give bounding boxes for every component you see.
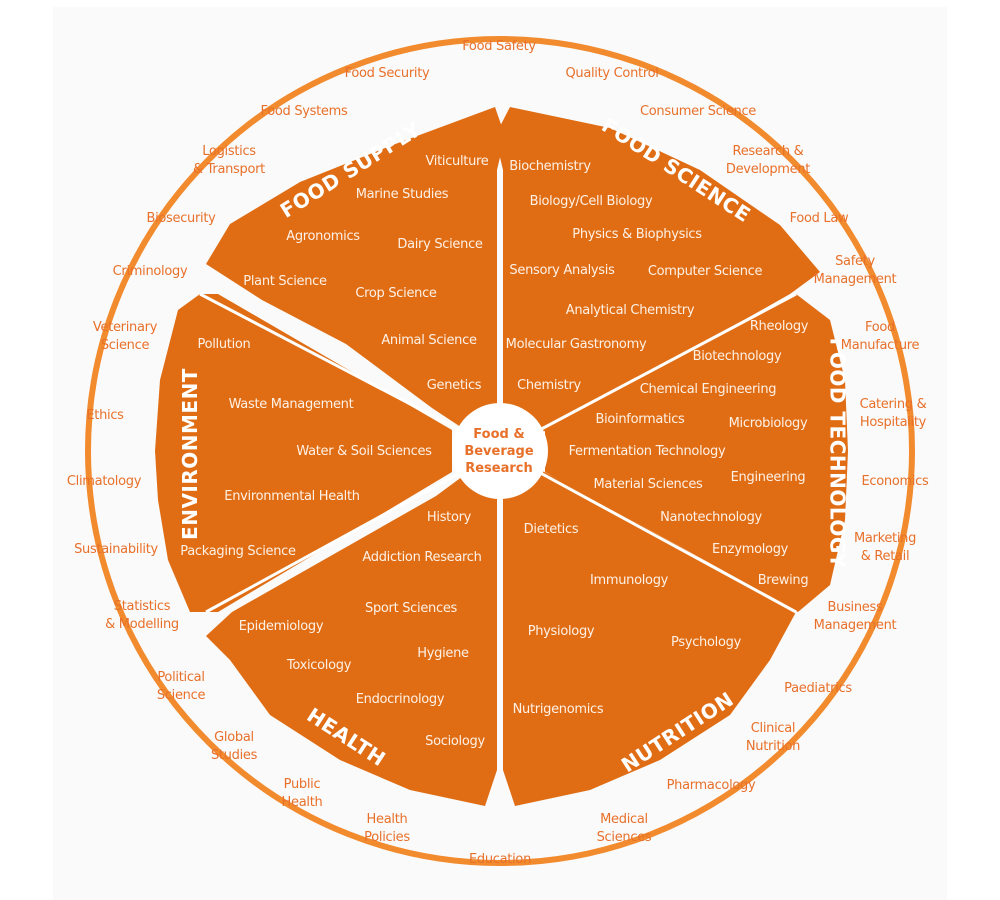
outer-topic: Food Safety bbox=[462, 39, 536, 54]
divider-technology-nutrition bbox=[499, 449, 797, 614]
sector-food-science bbox=[495, 107, 820, 451]
outer-topic: Health Policies bbox=[364, 812, 410, 845]
topic-item: Computer Science bbox=[647, 264, 763, 279]
topic-item: Addiction Research bbox=[362, 550, 482, 565]
outer-topic: Safety Management bbox=[813, 254, 897, 287]
topic-item: Plant Science bbox=[243, 274, 327, 289]
outer-topic: Food Security bbox=[344, 66, 430, 81]
outer-topic: Consumer Science bbox=[639, 104, 757, 119]
topic-item: Waste Management bbox=[228, 397, 354, 412]
topic-item: Water & Soil Sciences bbox=[296, 444, 432, 459]
outer-topic: Criminology bbox=[112, 264, 188, 279]
topic-item: Sensory Analysis bbox=[509, 263, 615, 278]
topic-item: Sociology bbox=[425, 734, 485, 749]
outer-topic: Ethics bbox=[86, 408, 124, 423]
topic-item: Marine Studies bbox=[355, 187, 449, 202]
outer-topic: Sustainability bbox=[74, 542, 158, 557]
topic-item: Biochemistry bbox=[509, 159, 591, 174]
topic-item: Viticulture bbox=[425, 154, 489, 169]
topic-item: Material Sciences bbox=[593, 477, 703, 492]
topic-item: Bioinformatics bbox=[595, 412, 685, 427]
topic-item: Immunology bbox=[589, 573, 669, 588]
topic-item: Genetics bbox=[426, 378, 482, 393]
outer-topic: Medical Sciences bbox=[596, 812, 652, 845]
topic-item: Endocrinology bbox=[355, 692, 445, 707]
sector-environment bbox=[155, 294, 452, 612]
outer-topic: Marketing & Retail bbox=[853, 531, 917, 564]
topic-item: Physiology bbox=[527, 624, 595, 639]
topic-item: Biotechnology bbox=[692, 349, 782, 364]
topic-item: Physics & Biophysics bbox=[572, 227, 702, 242]
outer-topic: Education bbox=[468, 852, 532, 867]
outer-topic: Veterinary Science bbox=[92, 320, 158, 353]
outer-topic: Logistics & Transport bbox=[193, 144, 265, 177]
outer-topic: Quality Control bbox=[565, 66, 659, 81]
divider-health-environment bbox=[205, 449, 501, 614]
topic-item: Rheology bbox=[749, 319, 809, 334]
sector-title-environment: ENVIRONMENT bbox=[177, 368, 202, 540]
topic-item: Molecular Gastronomy bbox=[505, 337, 647, 352]
outer-topic: Paediatrics bbox=[784, 681, 852, 696]
outer-topic: Research & Development bbox=[725, 144, 811, 177]
topic-item: Hygiene bbox=[417, 646, 469, 661]
topic-item: Enzymology bbox=[711, 542, 789, 557]
sector-food-technology bbox=[545, 294, 848, 612]
sector-health bbox=[206, 451, 497, 806]
outer-topic: Food Systems bbox=[260, 104, 348, 119]
sector-nutrition bbox=[503, 451, 796, 806]
sector-title-food-technology: FOOD TECHNOLOGY bbox=[825, 337, 850, 569]
topic-item: Chemical Engineering bbox=[639, 382, 777, 397]
topic-item: Pollution bbox=[197, 337, 251, 352]
topic-item: Packaging Science bbox=[180, 544, 296, 559]
outer-topic: Public Health bbox=[281, 777, 323, 810]
outer-topic: Global Studies bbox=[210, 730, 258, 763]
topic-item: Engineering bbox=[730, 470, 806, 485]
divider-science-technology bbox=[499, 292, 797, 453]
hub-circle bbox=[452, 403, 548, 499]
topic-item: Nanotechnology bbox=[660, 510, 762, 525]
topic-item: Psychology bbox=[671, 635, 741, 650]
topic-item: History bbox=[426, 510, 472, 525]
outer-topic: Pharmacology bbox=[666, 778, 756, 793]
topic-item: Epidemiology bbox=[238, 619, 324, 634]
outer-topic: Political Science bbox=[156, 670, 206, 703]
topic-item: Animal Science bbox=[381, 333, 477, 348]
topic-item: Nutrigenomics bbox=[512, 702, 604, 717]
topic-item: Sport Sciences bbox=[365, 601, 457, 616]
outer-topic: Clinical Nutrition bbox=[745, 721, 801, 754]
outer-ring bbox=[85, 36, 915, 866]
topic-item: Dietetics bbox=[523, 522, 579, 537]
topic-item: Environmental Health bbox=[224, 489, 360, 504]
topic-item: Dairy Science bbox=[397, 237, 483, 252]
outer-topic: Catering & Hospitality bbox=[859, 397, 927, 430]
topic-item: Toxicology bbox=[286, 658, 352, 673]
topic-item: Agronomics bbox=[286, 229, 360, 244]
topic-item: Fermentation Technology bbox=[568, 444, 726, 459]
topic-item: Chemistry bbox=[517, 378, 581, 393]
divider-supply-environment bbox=[199, 292, 501, 453]
topic-item: Brewing bbox=[757, 573, 809, 588]
outer-topic: Business Management bbox=[813, 600, 897, 633]
outer-topic: Statistics & Modelling bbox=[105, 599, 179, 632]
topic-item: Microbiology bbox=[728, 416, 808, 431]
outer-topic: Economics bbox=[861, 474, 929, 489]
outer-topic: Food Manufacture bbox=[840, 320, 920, 353]
outer-topic: Climatology bbox=[66, 474, 142, 489]
topic-item: Biology/Cell Biology bbox=[529, 194, 653, 209]
outer-topic: Biosecurity bbox=[146, 211, 216, 226]
topic-item: Crop Science bbox=[355, 286, 437, 301]
sector-food-supply bbox=[206, 107, 505, 451]
topic-item: Analytical Chemistry bbox=[565, 303, 695, 318]
hub-label: Food & Beverage Research bbox=[464, 426, 534, 476]
outer-topic: Food Law bbox=[789, 211, 849, 226]
